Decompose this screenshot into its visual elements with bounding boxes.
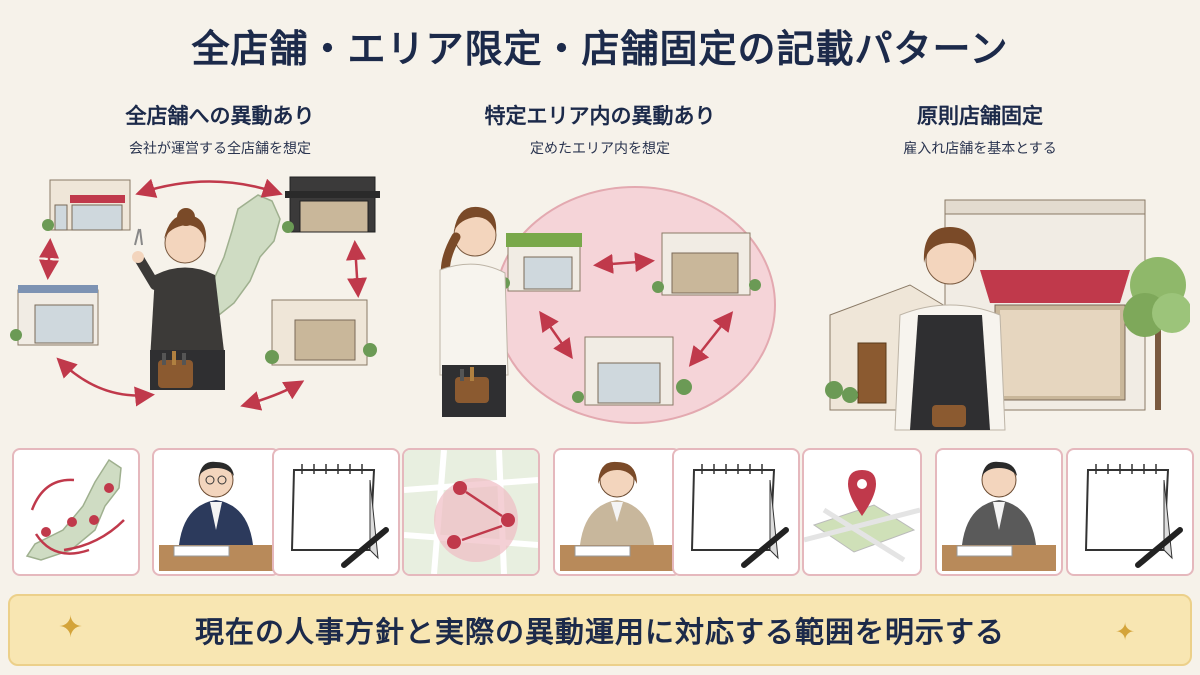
summary-text: 現在の人事方針と実際の異動運用に対応する範囲を明示する xyxy=(194,615,1005,649)
column-all-stores: 全店舗への異動あり 会社が運営する全店舗を想定 xyxy=(30,100,410,158)
sparkle-icon: ✦ xyxy=(58,610,84,645)
column-heading: 原則店舗固定 xyxy=(917,104,1043,128)
signing-man-icon xyxy=(152,448,280,576)
calendar-pen-icon xyxy=(272,448,400,576)
summary-banner: ✦ ✦ 現在の人事方針と実際の異動運用に対応する範囲を明示する xyxy=(8,594,1192,666)
store-fixed-illustration xyxy=(800,165,1190,435)
single-pin-icon xyxy=(802,448,922,576)
japan-map-icon xyxy=(12,448,140,576)
column-subheading: 雇入れ店舗を基本とする xyxy=(903,141,1057,157)
calendar-pen-icon xyxy=(1066,448,1194,576)
area-limited-illustration xyxy=(400,165,790,435)
signing-man-icon xyxy=(935,448,1063,576)
signing-woman-icon xyxy=(553,448,681,576)
column-subheading: 会社が運営する全店舗を想定 xyxy=(129,141,311,157)
column-heading: 特定エリア内の異動あり xyxy=(484,104,716,128)
page-title: 全店舗・エリア限定・店舗固定の記載パターン xyxy=(191,27,1009,71)
all-stores-illustration xyxy=(10,165,390,435)
column-subheading: 定めたエリア内を想定 xyxy=(530,141,670,157)
calendar-pen-icon xyxy=(672,448,800,576)
area-map-icon xyxy=(402,448,540,576)
column-area-limited: 特定エリア内の異動あり 定めたエリア内を想定 xyxy=(410,100,790,158)
column-heading: 全店舗への異動あり xyxy=(125,104,315,128)
sparkle-icon: ✦ xyxy=(1115,618,1136,646)
column-store-fixed: 原則店舗固定 雇入れ店舗を基本とする xyxy=(790,100,1170,158)
